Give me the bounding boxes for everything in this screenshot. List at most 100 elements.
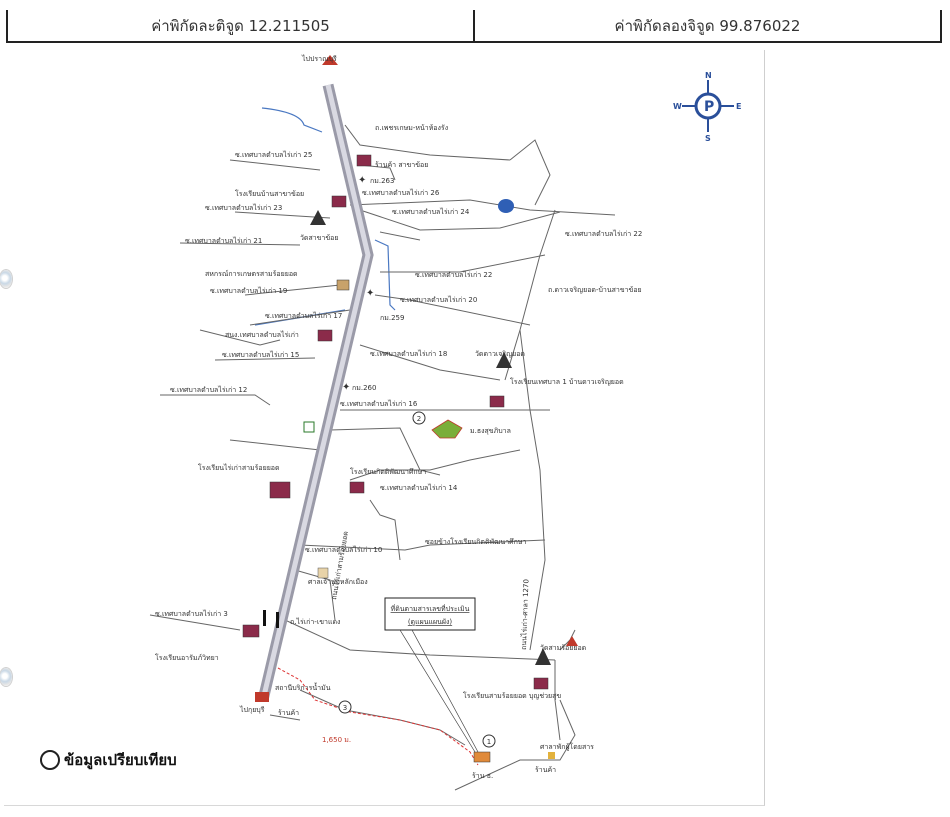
- north-arrow-marker: [322, 55, 338, 65]
- km-post-icon: ✦: [358, 175, 366, 186]
- label-soi14: ซ.เทศบาลตำบลไร่เก่า 14: [380, 483, 458, 492]
- label-soi24: ซ.เทศบาลตำบลไร่เก่า 24: [392, 207, 470, 216]
- shrine-icon: [317, 567, 329, 579]
- legend-circle-icon: [40, 750, 60, 770]
- label-soi10: ซ.เทศบาลตำบลไร่เก่า 10: [305, 545, 382, 554]
- marker-3: [338, 700, 352, 714]
- label-temple3: วัดสามร้อยยอด: [540, 644, 586, 652]
- label-school-sam: โรงเรียนสามร้อยยอด บุญช่วยสุข: [463, 691, 561, 700]
- marker-1-label: 1: [487, 738, 491, 746]
- temple-icon: [496, 352, 512, 368]
- to-north-label: ไปปราณบุรี: [301, 54, 337, 63]
- label-school-khao: โรงเรียนเทศบาล 1 บ้านดาวเจริญยอด: [510, 377, 624, 386]
- label-school-kit: โรงเรียนกิตติพัฒนาศึกษา: [350, 467, 426, 476]
- label-road-left: ถ.ไร่เก่า-เขาแดง: [290, 617, 340, 626]
- subject-land-icon: [473, 751, 491, 763]
- label-station: สถานีบริการน้ำมัน: [275, 681, 331, 692]
- school-icon: [317, 329, 333, 342]
- label-coop: สหกรณ์การเกษตรสามร้อยยอด: [205, 270, 298, 278]
- km-post-icon: ✦: [366, 288, 374, 299]
- school-icon: [331, 195, 347, 208]
- label-road-samroi: ถนนไร่เก่าสามร้อยยอด: [329, 530, 350, 600]
- label-soi25: ซ.เทศบาลตำบลไร่เก่า 25: [235, 150, 312, 159]
- school-icon: [533, 677, 549, 690]
- marker-1: [482, 734, 496, 748]
- label-soi15: ซ.เทศบาลตำบลไร่เก่า 15: [222, 350, 299, 359]
- secondary-roads: [149, 124, 616, 791]
- school-icon: [242, 624, 260, 638]
- label-soi-kit: ซอยข้างโรงเรียนกิตติพัฒนาศึกษา: [425, 537, 526, 546]
- label-soi26: ซ.เทศบาลตำบลไร่เก่า 26: [362, 188, 440, 197]
- label-soi21: ซ.เทศบาลตำบลไร่เก่า 21: [185, 236, 262, 245]
- label-soi19: ซ.เทศบาลตำบลไร่เก่า 19: [210, 286, 287, 295]
- compass-rose: P N W E S: [673, 71, 741, 143]
- marker-3-label: 3: [343, 704, 347, 712]
- label-road-top: ถ.เพชรเกษม-หน้าห้องรัง: [375, 124, 448, 132]
- label-soi3: ซ.เทศบาลตำบลไร่เก่า 3: [155, 609, 228, 618]
- label-shop-c: ร้านค้า: [535, 766, 556, 774]
- latitude-label: ค่าพิกัดละติจูด 12.211505: [151, 16, 330, 35]
- coordinate-header: ค่าพิกัดละติจูด 12.211505 ค่าพิกัดลองจิจ…: [6, 10, 942, 43]
- label-shop-b: ร้านค้า: [278, 709, 299, 717]
- label-school-pathom: โรงเรียนไร่เก่าสามร้อยยอด: [198, 463, 280, 472]
- km-posts: ✦ ✦ ✦: [342, 175, 374, 393]
- label-km260: กม.260: [352, 384, 376, 392]
- compass-center-glyph: P: [704, 99, 714, 115]
- binder-hole-top: [0, 270, 12, 288]
- note-box-line-1: ที่ดินตามสารเลขที่ประเมิน: [391, 604, 470, 613]
- label-soi22b: ซ.เทศบาลตำบลไร่เก่า 22: [565, 229, 642, 238]
- compass-s: S: [705, 134, 711, 143]
- label-soi17: ซ.เทศบาลตำบลไร่เก่า 17: [265, 311, 342, 320]
- label-shop-low: ร้าน ธ.: [472, 772, 493, 780]
- label-school1: โรงเรียนบ้านสาขาข้อย: [235, 189, 304, 198]
- route-dashed: [277, 667, 479, 766]
- map-frame: [4, 50, 765, 806]
- canal-top: [261, 107, 323, 133]
- label-shrine: ศาลเจ้าพ่อหลักเมือง: [308, 578, 368, 586]
- label-shop-top: ร้านค้า สาขาข้อย: [375, 161, 428, 169]
- note-box-leader: [399, 629, 479, 753]
- south-arrow-marker: [255, 692, 269, 702]
- label-office: สนง.เทศบาลตำบลไร่เก่า: [225, 330, 299, 339]
- school-icon: [356, 154, 372, 167]
- building-icons: [242, 154, 549, 690]
- legend-text: ข้อมูลเปรียบเทียบ: [64, 751, 177, 769]
- label-soi22: ซ.เทศบาลตำบลไร่เก่า 22: [415, 270, 492, 279]
- label-store: ศาลาพักผู้โดยสาร: [540, 742, 594, 751]
- temple-icon: [535, 648, 551, 665]
- village-icon: [431, 419, 463, 439]
- compass-w: W: [673, 102, 682, 111]
- school-icon: [349, 481, 365, 494]
- longitude-label: ค่าพิกัดลองจิจูด 99.876022: [473, 10, 940, 41]
- label-road-khao: ถ.ดาวเจริญยอด-บ้านสาขาข้อย: [548, 286, 642, 294]
- binder-hole-bottom: [0, 668, 12, 686]
- label-soi23: ซ.เทศบาลตำบลไร่เก่า 23: [205, 203, 282, 212]
- label-soi18: ซ.เทศบาลตำบลไร่เก่า 18: [370, 349, 447, 358]
- label-temple2: วัดดาวเจริญยอด: [475, 350, 525, 358]
- school-icon: [269, 481, 291, 499]
- office-icon: [303, 421, 315, 433]
- label-km259: กม.259: [380, 314, 404, 322]
- pond: [498, 199, 514, 213]
- label-village: ม.ธงสุขภิบาล: [470, 427, 511, 435]
- compass-e: E: [736, 102, 741, 111]
- main-highway: [257, 83, 374, 702]
- bridge-right: [276, 612, 279, 628]
- label-soi12: ซ.เทศบาลตำบลไร่เก่า 12: [170, 385, 247, 394]
- note-box-line-2: (ดูแผนแผนผัง): [408, 618, 453, 626]
- label-km263: กม.263: [370, 177, 394, 185]
- temple-icons: [310, 210, 551, 665]
- label-school-wat: โรงเรียนอารัมภ์วิทยา: [155, 653, 219, 662]
- km-post-icon: ✦: [342, 382, 350, 393]
- legend: ข้อมูลเปรียบเทียบ: [40, 748, 177, 772]
- store-icon: [548, 752, 555, 759]
- arrow-up-icon: [566, 636, 578, 646]
- to-south-label: ไปกุยบุรี: [239, 705, 265, 714]
- temple-icon: [310, 210, 326, 225]
- distance-label: 1,650 ม.: [322, 736, 351, 744]
- numbered-markers: [338, 411, 496, 748]
- label-road-1270: ถนนไร่เก่า-ศาลา 1270: [519, 579, 530, 650]
- label-soi16: ซ.เทศบาลตำบลไร่เก่า 16: [340, 399, 418, 408]
- note-box: [384, 597, 476, 631]
